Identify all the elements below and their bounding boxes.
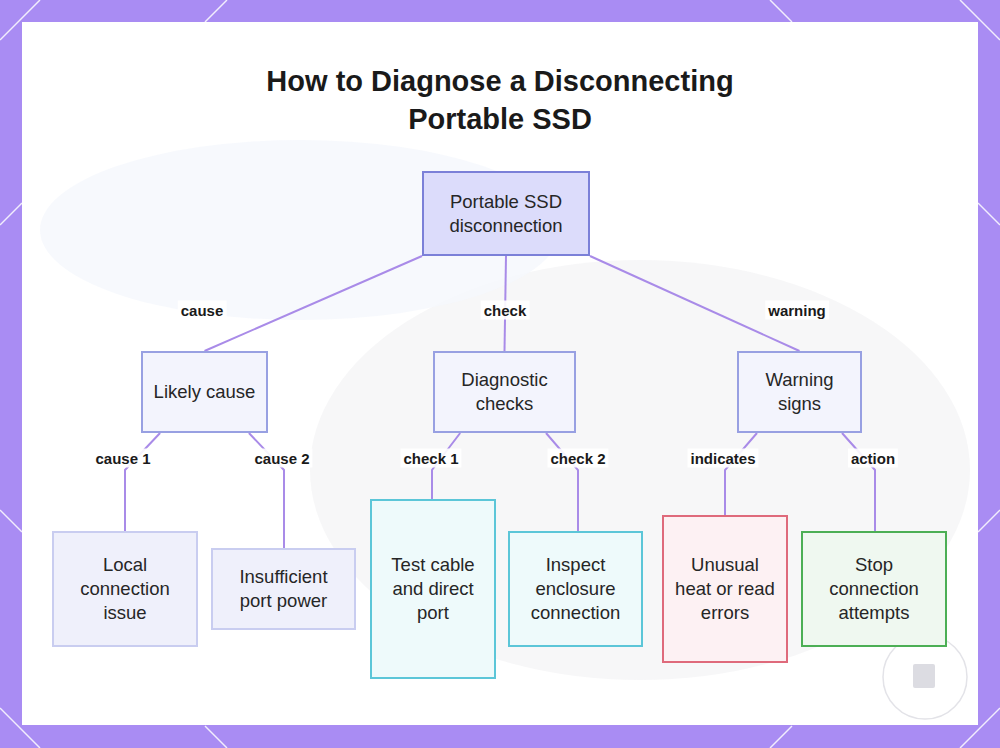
- edge-label: check 2: [547, 449, 608, 468]
- root-box: Portable SSD disconnection: [422, 171, 590, 256]
- check-box: Test cable and direct port: [370, 499, 496, 679]
- node-text: Test cable and direct port: [372, 553, 494, 625]
- edge-label: check 1: [400, 449, 461, 468]
- edge-label: warning: [765, 301, 829, 320]
- node-text: Portable SSD disconnection: [424, 190, 588, 238]
- blurred-device: [310, 260, 970, 680]
- edge-label: cause 2: [251, 449, 312, 468]
- connector-line: [205, 256, 423, 351]
- action-box: Stop connection attempts: [801, 531, 947, 647]
- edge-label: action: [848, 449, 898, 468]
- node-text: Insufficient port power: [213, 565, 354, 613]
- connector-line: [725, 433, 757, 515]
- warning-box: Unusual heat or read errors: [662, 515, 788, 663]
- node-text: Unusual heat or read errors: [664, 553, 786, 625]
- edge-label: cause 1: [92, 449, 153, 468]
- edge-label: cause: [178, 301, 227, 320]
- edge-label: indicates: [687, 449, 758, 468]
- diagram-title: How to Diagnose a Disconnecting Portable…: [240, 62, 760, 138]
- category-box: Diagnostic checks: [433, 351, 576, 433]
- cause-box: Insufficient port power: [211, 548, 356, 630]
- node-text: Diagnostic checks: [435, 368, 574, 416]
- cause-box: Local connection issue: [52, 531, 198, 647]
- category-box: Warning signs: [737, 351, 862, 433]
- category-box: Likely cause: [141, 351, 268, 433]
- node-text: Inspect enclosure connection: [510, 553, 641, 625]
- node-text: Stop connection attempts: [803, 553, 945, 625]
- logo-mark: [913, 664, 935, 688]
- node-text: Likely cause: [146, 380, 264, 404]
- check-box: Inspect enclosure connection: [508, 531, 643, 647]
- edge-label: check: [481, 301, 530, 320]
- logo-circle: [883, 635, 967, 719]
- node-text: Local connection issue: [54, 553, 196, 625]
- node-text: Warning signs: [739, 368, 860, 416]
